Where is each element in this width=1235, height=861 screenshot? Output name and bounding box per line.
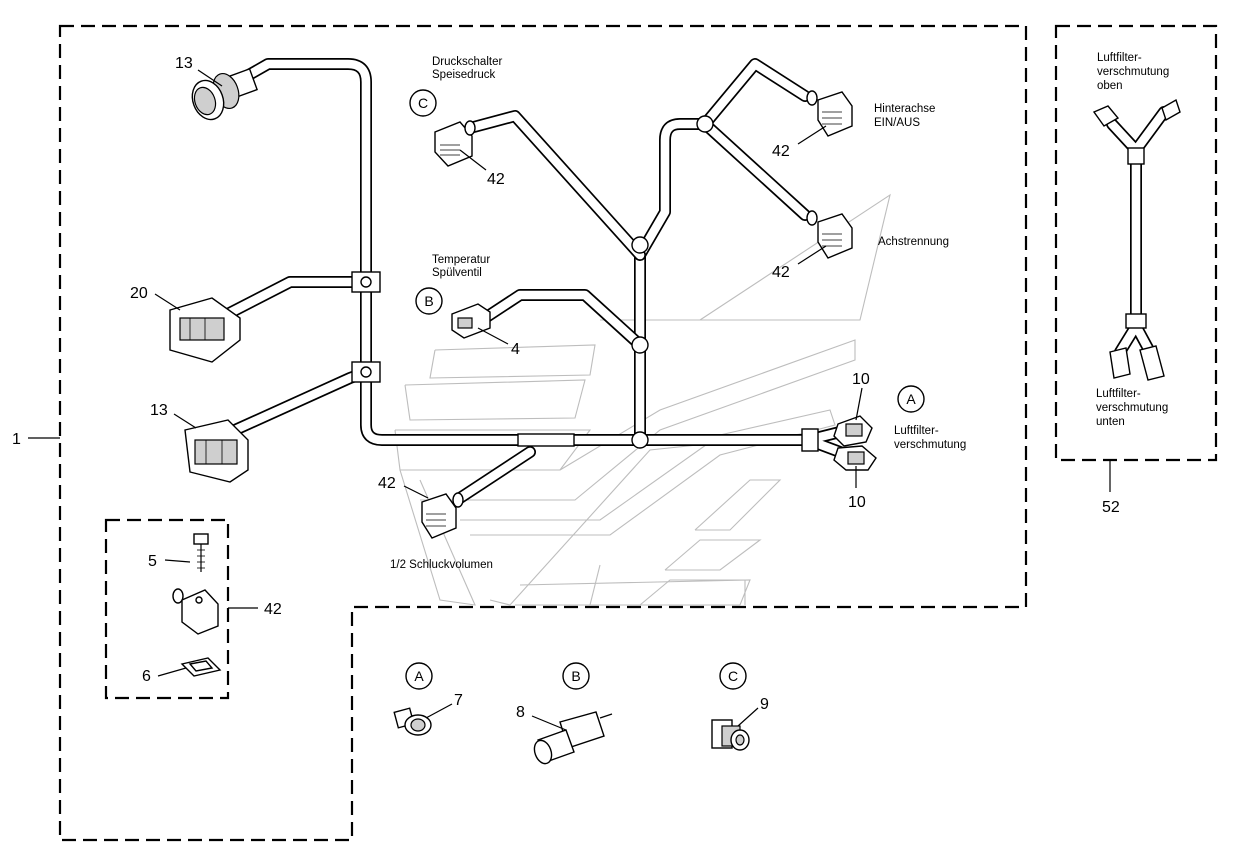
label-luftfilter: Luftfilter- (894, 425, 939, 437)
connector-4 (451, 303, 491, 339)
callout-52: 52 (1102, 499, 1120, 516)
connector-detail-frame (104, 518, 230, 700)
connector-13-lower (184, 419, 249, 483)
callout-10-lower: 10 (848, 494, 866, 511)
circle-marker-a-top: A (897, 385, 925, 413)
label-verschmutung: verschmutung (894, 439, 966, 451)
label-luftfilter-unten-3: unten (1096, 416, 1125, 428)
label-spuelventil: Spülventil (432, 267, 482, 279)
label-luftfilter-oben-1: Luftfilter- (1097, 52, 1142, 64)
svg-text:C: C (418, 95, 428, 111)
label-achstrennung: Achstrennung (878, 236, 949, 248)
air-filter-harness-52 (1092, 98, 1181, 381)
callout-8: 8 (516, 704, 525, 721)
flat-connector-10-lower (833, 445, 877, 471)
callout-7: 7 (454, 692, 463, 709)
svg-text:A: A (414, 668, 424, 684)
svg-text:B: B (571, 668, 580, 684)
circle-marker-b-bottom: B (562, 662, 590, 690)
callout-42-druck: 42 (487, 171, 505, 188)
label-schluckvolumen: 1/2 Schluckvolumen (390, 559, 493, 571)
callout-20: 20 (130, 285, 148, 302)
callout-42-achs: 42 (772, 264, 790, 281)
main-harness-wires (214, 58, 846, 504)
label-luftfilter-oben-2: verschmutung (1097, 66, 1169, 78)
background-machine-outline (394, 193, 891, 606)
circle-marker-a-bottom: A (405, 662, 433, 690)
circle-marker-b-top: B (415, 287, 443, 315)
circle-marker-c-top: C (409, 89, 437, 117)
connector-20 (169, 297, 241, 363)
label-hinterachse: Hinterachse (874, 103, 935, 115)
label-luftfilter-unten-2: verschmutung (1096, 402, 1168, 414)
callout-5: 5 (148, 553, 157, 570)
label-luftfilter-oben-3: oben (1097, 80, 1123, 92)
callout-1: 1 (12, 431, 21, 448)
valve-connector-42-hinter (806, 90, 853, 137)
svg-text:A: A (906, 391, 916, 407)
valve-connector-42-druck (434, 120, 476, 167)
callout-42-schluck: 42 (378, 475, 396, 492)
valve-connector-42-achs (806, 210, 853, 259)
svg-text:C: C (728, 668, 738, 684)
round-connector-13 (191, 68, 258, 121)
harness-clips (351, 115, 819, 452)
sensor-part-9 (711, 719, 750, 751)
callout-9: 9 (760, 696, 769, 713)
circle-marker-c-bottom: C (719, 662, 747, 690)
flat-connector-10-upper (833, 415, 873, 447)
label-ein-aus: EIN/AUS (874, 117, 920, 129)
callout-6: 6 (142, 668, 151, 685)
main-assembly-frame (58, 24, 1028, 842)
callout-4: 4 (511, 341, 520, 358)
sensor-part-7 (393, 707, 432, 736)
label-temperatur: Temperatur (432, 254, 490, 266)
callout-13-top: 13 (175, 55, 193, 72)
callout-42-hinter: 42 (772, 143, 790, 160)
detail-connector-parts (172, 533, 222, 677)
valve-connector-42-schluck (421, 492, 464, 539)
label-speisedruck: Speisedruck (432, 69, 496, 81)
label-druckschalter: Druckschalter (432, 56, 502, 68)
air-filter-harness-frame (1054, 24, 1218, 462)
callout-10-upper: 10 (852, 371, 870, 388)
label-luftfilter-unten-1: Luftfilter- (1096, 388, 1141, 400)
leader-lines (28, 69, 1111, 731)
callout-42-detail: 42 (264, 601, 282, 618)
svg-text:B: B (424, 293, 433, 309)
sensor-part-8 (533, 711, 613, 765)
callout-13-lower: 13 (150, 402, 168, 419)
